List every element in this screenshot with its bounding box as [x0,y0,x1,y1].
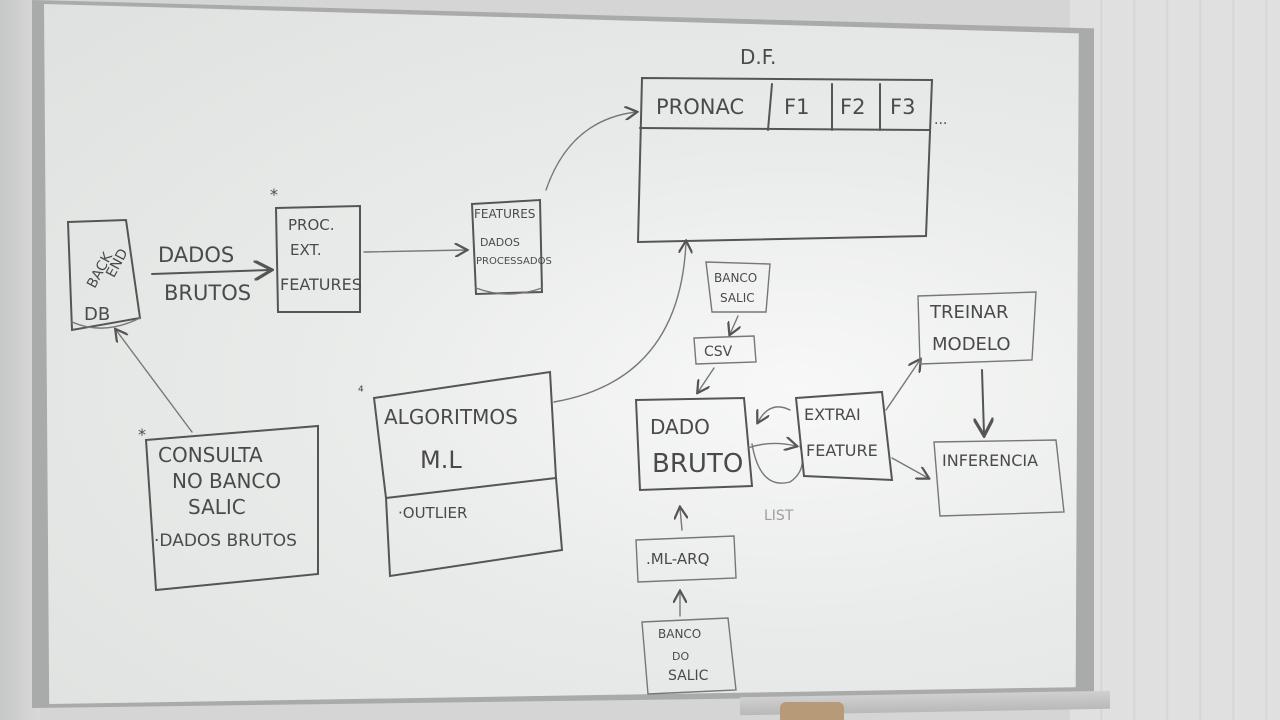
df-title: D.F. [740,45,776,69]
arrow-dados-label: DADOS [158,243,234,267]
loop-curve [751,443,804,484]
extrai-to-treinar-arrow [885,360,920,411]
extrai-label-1: EXTRAI [804,405,861,424]
algoritmos-mark-icon: ⁴ [358,384,364,400]
extrai-label-2: FEATURE [806,441,878,460]
extrai-feature-box [794,390,894,482]
consulta-label-3: SALIC [188,495,246,519]
backend-db-base [71,317,141,329]
whiteboard-surface [44,4,1079,704]
star-consulta-icon: * [138,425,146,444]
extrai-to-inferencia-arrow [891,457,928,478]
features-label-2: DADOS [480,236,520,249]
features-db-base [475,287,543,295]
inferencia-box [933,439,1065,517]
banco-top-label-2: SALIC [720,291,755,305]
consulta-label-4: ·DADOS BRUTOS [154,531,297,551]
ml-arq-label: .ML-ARQ [646,550,709,568]
df-header-line [639,127,931,131]
algoritmos-lower-box [385,477,564,578]
csv-label: CSV [704,344,733,360]
csv-to-dado-arrow [698,367,715,392]
star-proc-icon: * [270,185,278,204]
backend-label-2: END [103,246,131,280]
wall-right [1070,0,1280,720]
banco-salic-bottom-box [641,617,737,695]
df-col-pronac: PRONAC [656,95,744,119]
consulta-label-2: NO BANCO [172,469,281,493]
treinar-to-inferencia-arrow [982,369,984,434]
loop-arrow-top [758,406,791,422]
df-ellipsis: ... [934,112,947,128]
backend-label-db: DB [84,304,110,325]
dado-bruto-label-2: BRUTO [652,449,743,479]
dados-brutos-arrow [151,270,270,274]
algoritmos-label-2: M.L [420,446,462,474]
df-col-f3: F3 [890,95,915,119]
loop-arrow-mid [747,443,796,448]
consulta-to-db-arrow [116,330,193,433]
df-table-outline [636,76,934,244]
mlarq-to-dado-arrow [680,508,682,531]
df-col-f1: F1 [784,95,809,119]
ml-arq-box [635,535,737,583]
features-label-1: FEATURES [474,207,535,221]
treinar-modelo-box [917,291,1037,365]
eraser [780,702,844,720]
consulta-box [144,424,319,592]
list-scribble: LIST [764,508,794,524]
banco-salic-top-box [705,261,771,313]
dado-bruto-label-1: DADO [650,415,710,439]
banco-bottom-label-3: SALIC [668,668,709,684]
algoritmos-to-df-arrow [553,242,686,403]
features-to-df-arrow [545,112,636,191]
proc-label-1: PROC. [288,216,335,234]
proc-to-features-arrow [363,250,466,252]
algoritmos-label-1: ALGORITMOS [384,405,518,429]
banco-bottom-label-1: BANCO [658,627,701,641]
algoritmos-box [372,370,558,500]
banco-top-label-1: BANCO [714,271,757,285]
treinar-label-1: TREINAR [929,302,1008,323]
features-label-3: PROCESSADOS [476,256,552,267]
arrow-brutos-label: BRUTOS [164,281,251,305]
treinar-label-2: MODELO [932,334,1011,355]
features-db-shape [470,198,544,296]
df-col-f2: F2 [840,95,865,119]
banco-to-csv-arrow [730,315,738,334]
dado-bruto-box [634,396,754,492]
proc-features-box [274,204,361,313]
proc-label-2: EXT. [290,241,322,259]
inferencia-label: INFERENCIA [942,451,1038,470]
df-column-dividers [767,83,881,131]
algoritmos-label-3: ·OUTLIER [398,504,467,522]
proc-label-3: FEATURES [280,275,362,294]
consulta-label-1: CONSULTA [158,443,263,467]
csv-box [693,335,757,365]
banco-bottom-label-2: DO [672,650,689,663]
